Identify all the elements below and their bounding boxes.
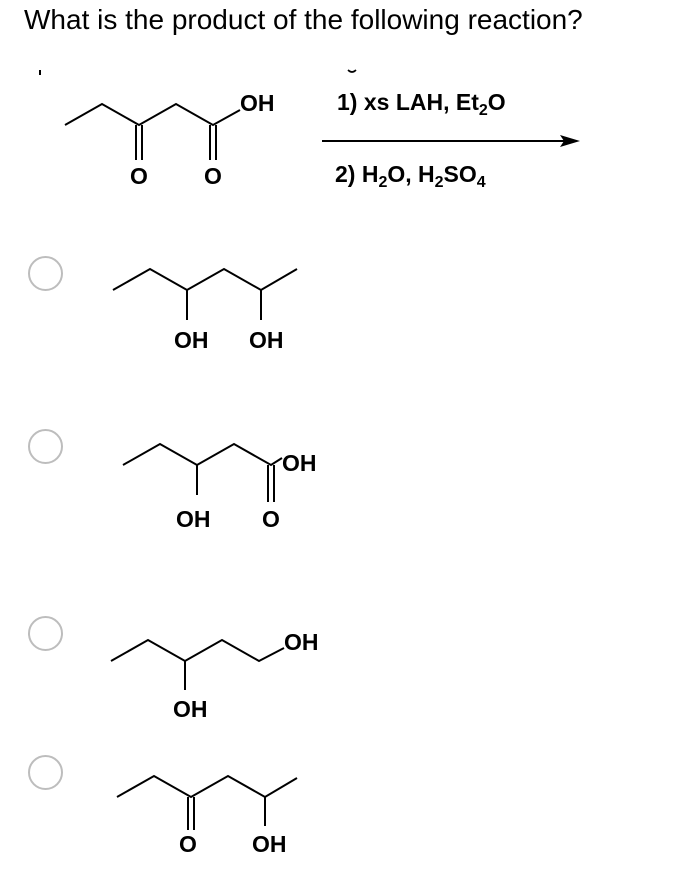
reactant-o-label-1: O <box>130 163 148 189</box>
question-text: What is the product of the following rea… <box>24 4 583 35</box>
option-3-radio[interactable] <box>28 616 63 651</box>
option-2-radio[interactable] <box>28 429 63 464</box>
option-1-radio[interactable] <box>28 256 63 291</box>
reactant-structure <box>64 102 241 160</box>
option-2-oh-acid: OH <box>282 450 317 476</box>
option-4-oh: OH <box>252 831 287 857</box>
reaction-arrow-head <box>560 135 580 147</box>
option-4-radio[interactable] <box>28 755 63 790</box>
option-3-oh: OH <box>173 696 208 722</box>
reactant-o-label-2: O <box>204 163 222 189</box>
reaction-scheme: OH O O 1) xs LAH, Et2O 2) H2O, H2SO4 <box>39 69 580 191</box>
option-2-oh: OH <box>176 506 211 532</box>
option-3-oh-end: OH <box>284 629 319 655</box>
condition-step-2: 2) H2O, H2SO4 <box>335 161 486 191</box>
option-4-o: O <box>179 831 197 857</box>
condition-step-1: 1) xs LAH, Et2O <box>337 89 506 119</box>
option-2-o: O <box>262 506 280 532</box>
reactant-oh-label: OH <box>240 90 275 116</box>
option-1-oh-2: OH <box>249 327 284 353</box>
option-1-oh-1: OH <box>174 327 209 353</box>
stray-mark-2 <box>347 69 357 73</box>
